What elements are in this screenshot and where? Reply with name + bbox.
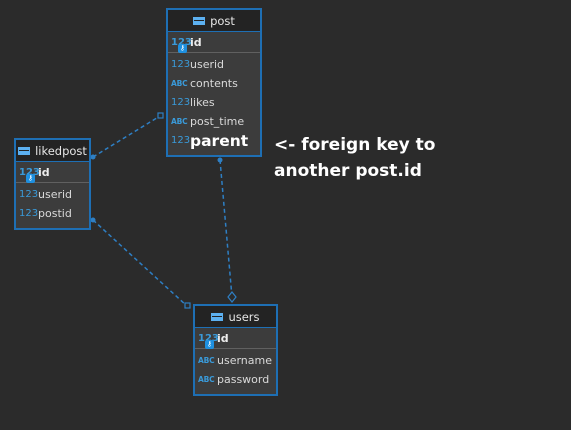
connector-likedpost-users (92, 219, 188, 307)
numeric-key-icon: 123⚷ (19, 166, 40, 183)
table-users-header[interactable]: users (195, 306, 276, 328)
connector-end-dot (90, 217, 96, 223)
table-post-pk-row[interactable]: 123⚷ id (168, 32, 260, 53)
table-users-column-password[interactable]: ABC password (195, 370, 276, 389)
table-likedpost-column-postid[interactable]: 123 postid (16, 204, 89, 223)
column-name: parent (190, 131, 249, 150)
table-post-name: post (210, 13, 235, 28)
numeric-type-icon: 123 (171, 135, 191, 146)
column-name: postid (38, 207, 72, 220)
text-type-icon: ABC (171, 79, 188, 88)
table-post-column-post-time[interactable]: ABC post_time (168, 112, 260, 131)
table-users-column-username[interactable]: ABC username (195, 351, 276, 370)
foreign-key-annotation: <- foreign key to another post.id (274, 132, 435, 184)
connector-end-square (157, 112, 164, 119)
connector-end-diamond (227, 291, 237, 303)
text-type-icon: ABC (198, 356, 215, 365)
table-users[interactable]: users 123⚷ id ABC username ABC password (193, 304, 278, 396)
column-name: post_time (190, 115, 245, 128)
annotation-line-2: another post.id (274, 161, 422, 181)
table-likedpost-pk-row[interactable]: 123⚷ id (16, 162, 89, 183)
numeric-type-icon: 123 (19, 189, 39, 200)
table-users-pk-row[interactable]: 123⚷ id (195, 328, 276, 349)
connector-end-dot (217, 157, 223, 163)
table-post[interactable]: post 123⚷ id 123 userid ABC contents 123… (166, 8, 262, 157)
numeric-type-icon: 123 (19, 208, 39, 219)
table-likedpost-header[interactable]: likedpost (16, 140, 89, 162)
column-name: likes (190, 96, 215, 109)
table-post-column-likes[interactable]: 123 likes (168, 93, 260, 112)
numeric-key-icon: 123⚷ (171, 36, 192, 53)
table-likedpost[interactable]: likedpost 123⚷ id 123 userid 123 postid (14, 138, 91, 230)
annotation-line-1: <- foreign key to (274, 135, 436, 155)
column-name: userid (190, 58, 225, 71)
table-post-column-parent[interactable]: 123 parent (168, 131, 260, 150)
numeric-key-icon: 123⚷ (198, 332, 219, 349)
numeric-type-icon: 123 (171, 59, 191, 70)
column-name: id (217, 331, 229, 345)
column-name: contents (190, 77, 238, 90)
table-users-name: users (228, 309, 260, 324)
connector-post-users (219, 159, 233, 298)
table-icon (193, 16, 206, 25)
table-post-header[interactable]: post (168, 10, 260, 32)
numeric-type-icon: 123 (171, 97, 191, 108)
table-icon (18, 146, 31, 155)
column-name: username (217, 354, 272, 367)
table-icon (211, 312, 224, 321)
table-post-column-userid[interactable]: 123 userid (168, 55, 260, 74)
text-type-icon: ABC (171, 117, 188, 126)
column-name: userid (38, 188, 73, 201)
connector-end-square (184, 302, 191, 309)
column-name: id (190, 35, 202, 49)
text-type-icon: ABC (198, 375, 215, 384)
connector-end-dot (90, 154, 96, 160)
table-post-column-contents[interactable]: ABC contents (168, 74, 260, 93)
connector-likedpost-post (92, 115, 161, 158)
table-likedpost-name: likedpost (35, 143, 87, 158)
table-likedpost-column-userid[interactable]: 123 userid (16, 185, 89, 204)
column-name: password (217, 373, 270, 386)
column-name: id (38, 165, 50, 179)
